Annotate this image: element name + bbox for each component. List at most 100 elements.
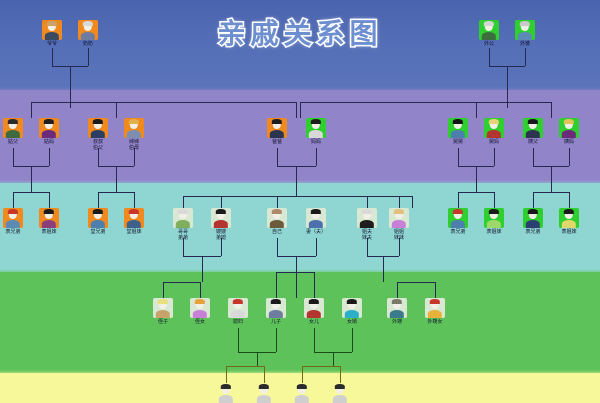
- connector-line: [494, 192, 495, 208]
- person-node[interactable]: 姨妈: [552, 118, 586, 145]
- person-label: 哥哥 弟弟: [177, 229, 188, 241]
- person-node[interactable]: 外甥女: [418, 298, 452, 325]
- person-node[interactable]: 堂兄弟: [81, 208, 115, 235]
- avatar-head: [311, 120, 321, 129]
- avatar-body: [486, 220, 502, 228]
- person-node[interactable]: 女儿: [297, 298, 331, 325]
- person-node[interactable]: [285, 383, 319, 403]
- avatar-body: [308, 220, 324, 228]
- connector-line: [221, 238, 222, 256]
- avatar-body: [344, 310, 360, 318]
- avatar-hair: [488, 209, 500, 214]
- avatar-head: [93, 210, 103, 219]
- person-node[interactable]: 儿子: [259, 298, 293, 325]
- avatar: [425, 298, 445, 318]
- avatar-body: [427, 310, 443, 318]
- person-node[interactable]: 媳妇: [221, 298, 255, 325]
- person-label: 侄子: [157, 319, 168, 325]
- person-node[interactable]: 爷爷: [35, 20, 69, 47]
- avatar-hair: [334, 384, 346, 389]
- person-node[interactable]: 表姐妹: [32, 208, 66, 235]
- avatar-hair: [7, 119, 19, 124]
- person-node[interactable]: 舅舅: [441, 118, 475, 145]
- person-label: 姑妈: [43, 139, 54, 145]
- avatar: [357, 208, 377, 228]
- person-node[interactable]: 爸爸: [260, 118, 294, 145]
- person-node[interactable]: 表兄弟: [0, 208, 30, 235]
- avatar-body: [517, 32, 533, 40]
- person-node[interactable]: 哥哥 弟弟: [166, 208, 200, 241]
- person-node[interactable]: 侄子: [146, 298, 180, 325]
- person-node[interactable]: [323, 383, 357, 403]
- person-node[interactable]: 妻（夫）: [299, 208, 333, 235]
- person-node[interactable]: 外甥: [380, 298, 414, 325]
- avatar-body: [450, 130, 466, 138]
- connector-line: [569, 192, 570, 208]
- avatar-hair: [527, 209, 539, 214]
- avatar: [267, 208, 287, 228]
- person-node[interactable]: 堂姐妹: [117, 208, 151, 235]
- person-label: 儿子: [270, 319, 281, 325]
- connector-line: [551, 182, 552, 192]
- person-label: 姨妈: [563, 139, 574, 145]
- person-label: 女儿: [308, 319, 319, 325]
- person-node[interactable]: 外公: [472, 20, 506, 47]
- connector-line: [316, 148, 317, 166]
- avatar-hair: [220, 384, 232, 389]
- avatar-hair: [346, 299, 358, 304]
- connector-line: [31, 102, 296, 103]
- connector-line: [257, 352, 258, 366]
- avatar-hair: [483, 21, 495, 26]
- person-node[interactable]: 妈妈: [299, 118, 333, 145]
- person-node[interactable]: 姐姐 妹妹: [382, 208, 416, 241]
- person-node[interactable]: 外婆: [508, 20, 542, 47]
- person-node[interactable]: [209, 383, 243, 403]
- connector-line: [399, 238, 400, 256]
- avatar-hair: [128, 209, 140, 214]
- avatar: [190, 298, 210, 318]
- person-node[interactable]: 姑妈: [32, 118, 66, 145]
- connector-line: [494, 148, 495, 166]
- avatar-body: [308, 130, 324, 138]
- avatar: [153, 298, 173, 318]
- avatar: [559, 118, 579, 138]
- person-node[interactable]: 表姐妹: [552, 208, 586, 235]
- avatar-head: [394, 210, 404, 219]
- avatar-head: [195, 300, 205, 309]
- person-node[interactable]: [247, 383, 281, 403]
- person-node[interactable]: 侄女: [183, 298, 217, 325]
- avatar-hair: [92, 119, 104, 124]
- connector-line: [221, 196, 222, 208]
- person-node[interactable]: 舅妈: [477, 118, 511, 145]
- avatar-body: [41, 130, 57, 138]
- person-node[interactable]: 姐夫 妹夫: [350, 208, 384, 241]
- person-label: 女婿: [346, 319, 357, 325]
- person-node[interactable]: 自己: [260, 208, 294, 235]
- person-node[interactable]: 叔叔 伯父: [81, 118, 115, 151]
- avatar-body: [41, 220, 57, 228]
- person-node[interactable]: 表姐妹: [477, 208, 511, 235]
- connector-line: [31, 166, 32, 182]
- person-node[interactable]: 女婿: [335, 298, 369, 325]
- person-node[interactable]: 表兄弟: [516, 208, 550, 235]
- avatar-body: [213, 220, 229, 228]
- avatar: [523, 118, 543, 138]
- avatar-body: [268, 310, 284, 318]
- avatar: [42, 20, 62, 40]
- connector-line: [276, 272, 277, 298]
- avatar-hair: [82, 21, 94, 26]
- person-node[interactable]: 奶奶: [71, 20, 105, 47]
- person-node[interactable]: 嫂嫂 弟媳: [204, 208, 238, 241]
- person-label: 表姐妹: [561, 229, 577, 235]
- avatar-head: [564, 210, 574, 219]
- person-label: 外甥女: [427, 319, 443, 325]
- connector-line: [183, 196, 184, 208]
- person-node[interactable]: 姨父: [516, 118, 550, 145]
- connector-line: [367, 238, 368, 256]
- avatar-body: [155, 310, 171, 318]
- person-node[interactable]: 姑父: [0, 118, 30, 145]
- person-node[interactable]: 婶婶 伯母: [117, 118, 151, 151]
- connector-line: [476, 166, 477, 182]
- connector-line: [296, 166, 297, 196]
- person-node[interactable]: 表兄弟: [441, 208, 475, 235]
